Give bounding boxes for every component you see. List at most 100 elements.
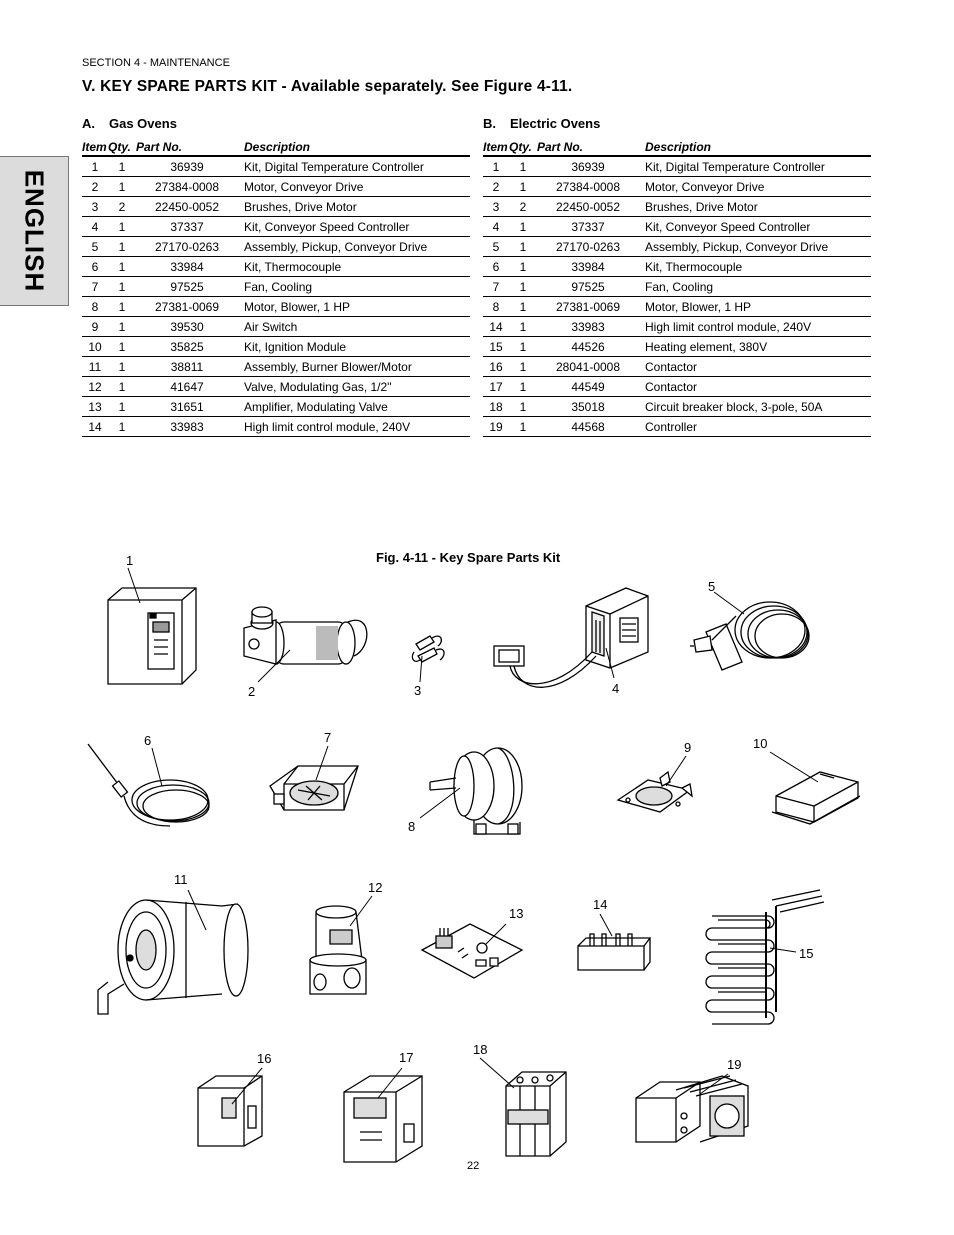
- cell-item: 18: [483, 396, 509, 417]
- cell-qty: 1: [108, 236, 136, 257]
- cell-desc: Brushes, Drive Motor: [238, 196, 470, 217]
- cell-desc: Assembly, Burner Blower/Motor: [238, 356, 470, 377]
- electric-ovens-heading: B. Electric Ovens: [483, 116, 600, 131]
- cell-qty: 1: [108, 416, 136, 437]
- cell-desc: Amplifier, Modulating Valve: [238, 396, 470, 417]
- cell-part: 27381-0069: [136, 296, 238, 317]
- blower-motor-drawing: [429, 747, 523, 835]
- cell-part: 36939: [136, 156, 238, 177]
- cell-desc: Valve, Modulating Gas, 1/2": [238, 376, 470, 397]
- callout-label: 18: [473, 1042, 488, 1057]
- cell-item: 19: [483, 416, 509, 437]
- callout-label: 5: [708, 579, 716, 594]
- cell-qty: 1: [108, 176, 136, 197]
- col-part: Part No.: [537, 138, 639, 157]
- cell-qty: 1: [509, 276, 537, 297]
- cell-item: 8: [483, 296, 509, 317]
- temperature-controller-drawing: [107, 587, 197, 685]
- controller-drawing: [635, 1075, 749, 1143]
- cell-qty: 1: [108, 316, 136, 337]
- cell-qty: 1: [509, 376, 537, 397]
- cell-part: 27384-0008: [537, 176, 639, 197]
- cell-qty: 1: [509, 176, 537, 197]
- cell-desc: Controller: [639, 416, 871, 437]
- cell-desc: Motor, Blower, 1 HP: [639, 296, 871, 317]
- callout-label: 7: [324, 730, 332, 745]
- cell-qty: 1: [509, 256, 537, 277]
- cell-item: 3: [483, 196, 509, 217]
- callout-label: 3: [414, 683, 422, 698]
- cell-item: 4: [82, 216, 108, 237]
- cell-part: 35018: [537, 396, 639, 417]
- cell-part: 39530: [136, 316, 238, 337]
- figure-caption: Fig. 4-11 - Key Spare Parts Kit: [376, 550, 561, 565]
- cell-desc: Kit, Digital Temperature Controller: [639, 156, 871, 177]
- cell-qty: 1: [108, 216, 136, 237]
- col-part: Part No.: [136, 138, 238, 157]
- cell-part: 27170-0263: [136, 236, 238, 257]
- cell-item: 4: [483, 216, 509, 237]
- cell-item: 14: [483, 316, 509, 337]
- table-header-row: Item Qty. Part No. Description: [82, 138, 470, 157]
- cell-part: 27384-0008: [136, 176, 238, 197]
- cell-desc: Kit, Thermocouple: [238, 256, 470, 277]
- cell-item: 1: [82, 156, 108, 177]
- cell-part: 33983: [136, 416, 238, 437]
- cell-item: 5: [82, 236, 108, 257]
- page-number: 22: [467, 1160, 480, 1172]
- cell-part: 33984: [537, 256, 639, 277]
- cell-part: 44526: [537, 336, 639, 357]
- cell-desc: Kit, Ignition Module: [238, 336, 470, 357]
- callout-label: 9: [684, 740, 692, 755]
- amplifier-board-drawing: [420, 923, 524, 979]
- cell-item: 11: [82, 356, 108, 377]
- gas-ovens-heading: A.Gas Ovens: [82, 116, 177, 131]
- cell-item: 12: [82, 376, 108, 397]
- cell-qty: 1: [509, 356, 537, 377]
- col-qty: Qty.: [509, 138, 537, 157]
- high-limit-module-drawing: [577, 933, 652, 971]
- cell-item: 8: [82, 296, 108, 317]
- cell-qty: 1: [108, 296, 136, 317]
- cell-qty: 1: [108, 336, 136, 357]
- pickup-assembly-drawing: [690, 601, 810, 671]
- cell-desc: Brushes, Drive Motor: [639, 196, 871, 217]
- cell-qty: 1: [509, 156, 537, 177]
- section-label: SECTION 4 - MAINTENANCE: [82, 57, 230, 69]
- cell-desc: Circuit breaker block, 3-pole, 50A: [639, 396, 871, 417]
- callout-label: 2: [248, 684, 256, 699]
- cell-part: 97525: [136, 276, 238, 297]
- callout-label: 16: [257, 1051, 272, 1066]
- cell-item: 1: [483, 156, 509, 177]
- cell-part: 44568: [537, 416, 639, 437]
- cell-part: 36939: [537, 156, 639, 177]
- circuit-breaker-drawing: [505, 1071, 567, 1157]
- cell-desc: Kit, Digital Temperature Controller: [238, 156, 470, 177]
- cell-qty: 1: [509, 396, 537, 417]
- electric-ovens-letter: B.: [483, 116, 496, 131]
- cell-desc: Fan, Cooling: [238, 276, 470, 297]
- cell-item: 5: [483, 236, 509, 257]
- electric-ovens-title: Electric Ovens: [510, 116, 601, 131]
- cell-desc: Assembly, Pickup, Conveyor Drive: [238, 236, 470, 257]
- gas-ovens-title: Gas Ovens: [109, 116, 177, 131]
- cell-item: 2: [82, 176, 108, 197]
- callout-label: 15: [799, 946, 814, 961]
- col-desc: Description: [639, 138, 871, 157]
- cell-desc: Kit, Thermocouple: [639, 256, 871, 277]
- cell-item: 6: [82, 256, 108, 277]
